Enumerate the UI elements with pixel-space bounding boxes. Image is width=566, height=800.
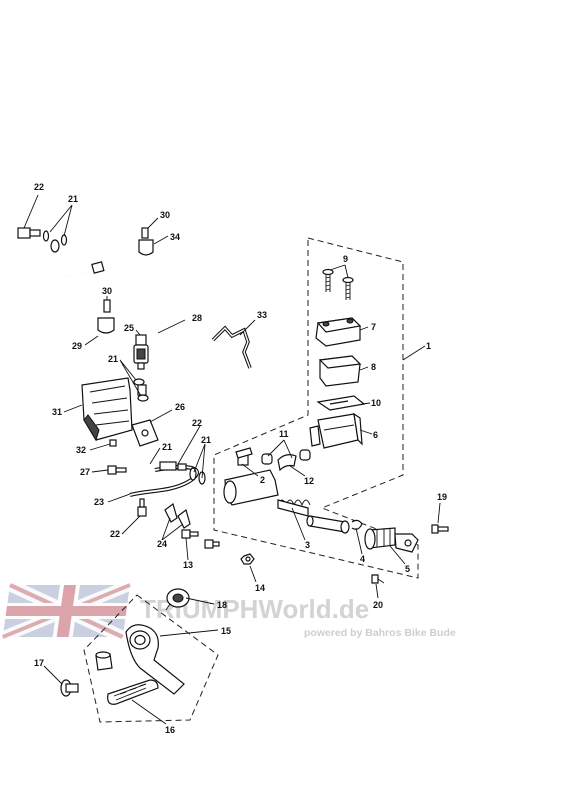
reservoir-hose	[261, 449, 311, 472]
brake-light-switch	[133, 334, 149, 370]
callout-1: 1	[426, 341, 431, 351]
callout-32: 32	[76, 445, 86, 455]
banjo-bolt-top	[17, 227, 68, 253]
diaphragm-plate	[316, 395, 366, 411]
callout-22: 22	[110, 529, 120, 539]
hose-clip-lower	[97, 299, 115, 334]
callout-15: 15	[221, 626, 231, 636]
callout-18: 18	[217, 600, 227, 610]
callout-7: 7	[371, 322, 376, 332]
callout-31: 31	[52, 407, 62, 417]
callout-16: 16	[165, 725, 175, 735]
callout-21: 21	[201, 435, 211, 445]
callout-3: 3	[305, 540, 310, 550]
callout-9: 9	[343, 254, 348, 264]
heel-guard	[81, 377, 133, 442]
watermark-subtitle: powered by Bahros Bike Bude	[304, 627, 456, 639]
callout-25: 25	[124, 323, 134, 333]
sealing-washers-mid	[133, 378, 149, 402]
callout-4: 4	[360, 554, 365, 564]
callout-30: 30	[102, 286, 112, 296]
callout-30: 30	[160, 210, 170, 220]
fluid-reservoir	[309, 412, 363, 449]
brake-pipe	[129, 461, 206, 497]
hose-guide-bracket	[211, 325, 252, 369]
callout-17: 17	[34, 658, 44, 668]
callout-34: 34	[170, 232, 180, 242]
callout-27: 27	[80, 467, 90, 477]
pivot-bolt	[431, 524, 449, 534]
callout-26: 26	[175, 402, 185, 412]
footrest-rubber	[107, 679, 159, 705]
callout-22: 22	[34, 182, 44, 192]
pedal-group-outline	[83, 594, 219, 723]
callout-21: 21	[68, 194, 78, 204]
callout-6: 6	[373, 430, 378, 440]
split-pin	[371, 574, 385, 584]
callout-10: 10	[371, 398, 381, 408]
pedal-return-spring	[165, 588, 190, 611]
callout-2: 2	[260, 475, 265, 485]
union-flag-logo	[1, 579, 132, 643]
master-cylinder-body	[223, 447, 279, 506]
nut	[240, 553, 255, 565]
piston	[306, 515, 350, 534]
callout-28: 28	[192, 313, 202, 323]
callout-12: 12	[304, 476, 314, 486]
brake-pedal	[125, 624, 185, 695]
reservoir-cap	[315, 317, 362, 347]
spring	[277, 499, 311, 517]
union-bolt-lower	[137, 498, 147, 517]
callout-21: 21	[108, 354, 118, 364]
callout-22: 22	[192, 418, 202, 428]
callout-13: 13	[183, 560, 193, 570]
callout-labels: 22 21 30 34 30 28 33 25 29 21 31 26 22 2…	[34, 182, 447, 735]
callout-8: 8	[371, 362, 376, 372]
master-cylinder-group-outline	[213, 237, 419, 579]
callout-11: 11	[279, 429, 289, 439]
callout-21: 21	[162, 442, 172, 452]
callout-23: 23	[94, 497, 104, 507]
switch-bracket	[131, 419, 159, 447]
circlip	[351, 519, 363, 530]
pedal-pivot	[60, 679, 79, 697]
reservoir-screws	[322, 268, 354, 300]
callout-29: 29	[72, 341, 82, 351]
callout-24: 24	[157, 539, 167, 549]
pedal-bush	[95, 651, 113, 671]
hose-clip-upper	[138, 227, 154, 256]
callout-20: 20	[373, 600, 383, 610]
pushrod-boot	[364, 527, 419, 553]
mounting-bolts	[181, 529, 220, 549]
callout-14: 14	[255, 583, 265, 593]
bolt-27	[107, 465, 127, 475]
callout-19: 19	[437, 492, 447, 502]
bolt-32	[109, 439, 117, 447]
callout-5: 5	[405, 564, 410, 574]
brake-hose	[44, 244, 156, 381]
leader-lines	[23, 194, 441, 725]
reservoir-diaphragm	[318, 355, 362, 387]
pipe-clips	[164, 502, 191, 529]
callout-33: 33	[257, 310, 267, 320]
